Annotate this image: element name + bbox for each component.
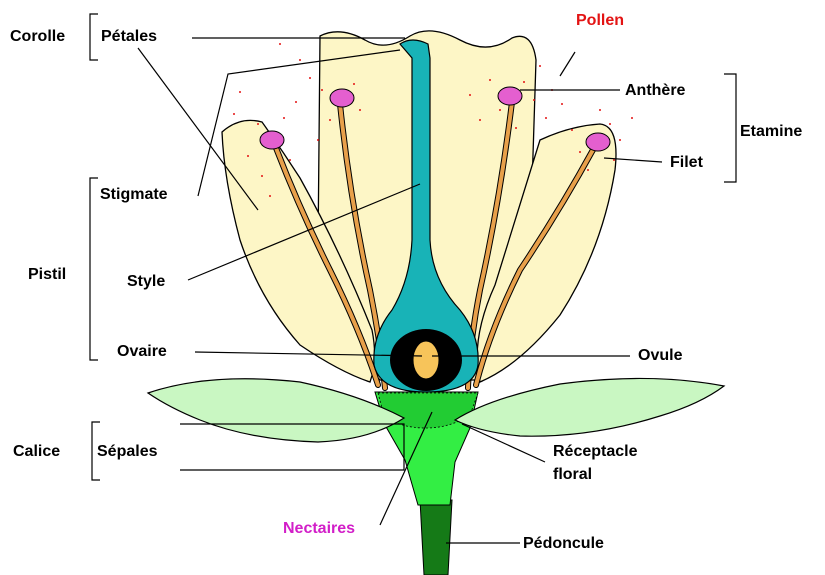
label-pistil: Pistil bbox=[28, 266, 66, 284]
label-pedoncule: Pédoncule bbox=[523, 535, 604, 553]
sepal-left bbox=[148, 379, 404, 442]
label-pollen: Pollen bbox=[576, 12, 624, 30]
anther-4 bbox=[586, 133, 610, 151]
label-nectaires: Nectaires bbox=[283, 520, 355, 538]
label-anthere: Anthère bbox=[625, 82, 685, 100]
label-style: Style bbox=[127, 273, 165, 291]
ovule bbox=[413, 341, 439, 379]
label-receptacle-1: Réceptacle bbox=[553, 443, 638, 461]
label-ovaire: Ovaire bbox=[117, 343, 167, 361]
anther-3 bbox=[498, 87, 522, 105]
label-sepales: Sépales bbox=[97, 443, 157, 461]
label-filet: Filet bbox=[670, 154, 703, 172]
anther-2 bbox=[330, 89, 354, 107]
peduncle bbox=[420, 500, 452, 575]
label-calice: Calice bbox=[13, 443, 60, 461]
anther-1 bbox=[260, 131, 284, 149]
label-etamine: Etamine bbox=[740, 123, 802, 141]
label-petales: Pétales bbox=[101, 28, 157, 46]
label-corolle: Corolle bbox=[10, 28, 65, 46]
sepal-right bbox=[455, 378, 724, 436]
label-receptacle-2: floral bbox=[553, 466, 592, 484]
label-stigmate: Stigmate bbox=[100, 186, 168, 204]
label-ovule: Ovule bbox=[638, 347, 682, 365]
